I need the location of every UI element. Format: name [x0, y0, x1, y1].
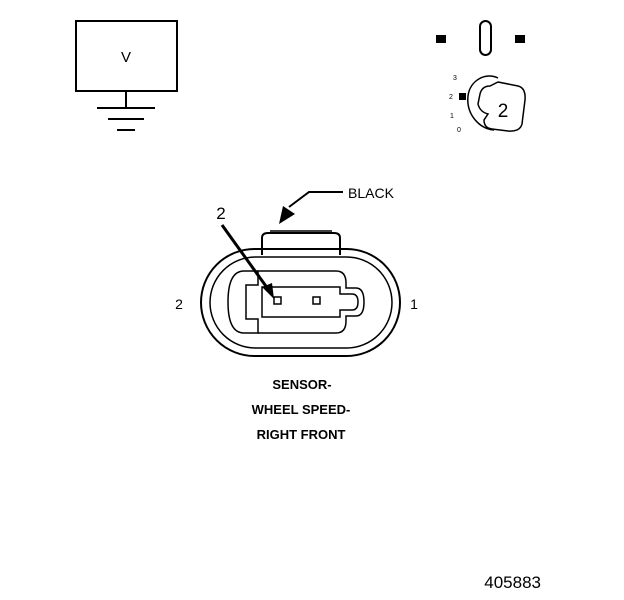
wire-color-callout: BLACK	[279, 185, 395, 224]
voltmeter: V	[75, 20, 178, 131]
meter-terminals	[436, 20, 525, 56]
voltmeter-symbol: V	[121, 49, 131, 66]
terminal-callout-number: 2	[216, 204, 225, 223]
probe-slot-icon	[479, 20, 492, 56]
wire-arrow-icon	[279, 206, 295, 224]
connector: BLACK 2 2 1	[175, 185, 418, 357]
terminal-left-label: 2	[175, 296, 183, 312]
connector-terminal-bar	[261, 286, 359, 318]
caption-line-1: SENSOR-	[272, 377, 331, 392]
connector-lock-tab	[261, 232, 341, 255]
caption-line-3: RIGHT FRONT	[257, 427, 346, 442]
caption-line-2: WHEEL SPEED-	[252, 402, 351, 417]
terminal-1-pin	[312, 296, 321, 305]
connector-cavity	[227, 270, 259, 334]
connector-housing-inner	[209, 256, 393, 349]
dial-position-1: 1	[450, 113, 454, 120]
dial-position-0: 0	[457, 127, 461, 134]
terminal-right-label: 1	[410, 296, 418, 312]
terminal-right-icon	[515, 35, 525, 43]
wire-color-label: BLACK	[348, 185, 395, 201]
figure-number: 405883	[484, 573, 541, 592]
connector-key-slot	[258, 270, 365, 334]
dial-position-3: 3	[453, 75, 457, 82]
selector-dial: 3 2 1 0 2	[449, 75, 526, 134]
terminal-2-pin	[273, 296, 282, 305]
terminal-left-icon	[436, 35, 446, 43]
dial-selected-value: 2	[498, 101, 509, 122]
component-caption: SENSOR- WHEEL SPEED- RIGHT FRONT	[252, 377, 351, 442]
ground-icon	[97, 91, 155, 131]
dial-marker-icon	[459, 93, 466, 100]
connector-housing-outer	[200, 248, 401, 357]
dial-position-2: 2	[449, 94, 453, 101]
terminal-callout-line	[220, 224, 270, 290]
dial-knob-icon	[467, 75, 526, 132]
